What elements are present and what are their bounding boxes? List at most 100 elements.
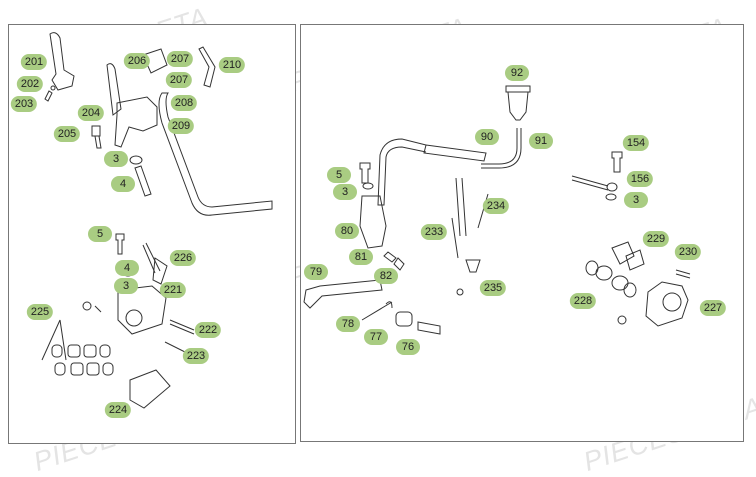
rear-brake-panel [300, 24, 744, 442]
washer [129, 155, 143, 165]
part-label[interactable]: 206 [123, 53, 151, 69]
seal [623, 282, 637, 298]
part-label[interactable]: 233 [420, 224, 448, 240]
part-label[interactable]: 5 [327, 167, 351, 183]
reservoir [505, 85, 531, 121]
clutch-lever [49, 32, 75, 91]
part-label[interactable]: 3 [114, 278, 138, 294]
bleed-nipple [617, 315, 627, 325]
part-label[interactable]: 154 [622, 135, 650, 151]
part-label[interactable]: 234 [482, 198, 510, 214]
part-label[interactable]: 3 [333, 184, 357, 200]
part-label[interactable]: 156 [626, 171, 654, 187]
pushrod [455, 177, 467, 237]
hose-spring [423, 144, 487, 162]
part-label[interactable]: 227 [699, 300, 727, 316]
part-label[interactable]: 78 [336, 316, 360, 332]
part-label[interactable]: 221 [159, 282, 187, 298]
part-label[interactable]: 201 [20, 54, 48, 70]
reservoir-hose [481, 128, 522, 169]
part-label[interactable]: 92 [505, 65, 529, 81]
part-label[interactable]: 76 [396, 339, 420, 355]
washer [605, 193, 617, 201]
bolt [115, 233, 125, 255]
part-label[interactable]: 205 [53, 126, 81, 142]
spring [361, 301, 393, 321]
pin [675, 269, 691, 279]
screw [164, 341, 186, 353]
part-label[interactable]: 82 [374, 268, 398, 284]
boot [465, 259, 481, 273]
brake-pedal [303, 279, 383, 309]
part-label[interactable]: 222 [194, 322, 222, 338]
reservoir-cover [142, 48, 168, 74]
bolt [359, 162, 371, 184]
spring [91, 125, 101, 137]
part-label[interactable]: 229 [642, 231, 670, 247]
hose [142, 242, 161, 274]
parts-drawing [41, 32, 691, 409]
part-outline [70, 362, 84, 376]
part-label[interactable]: 235 [479, 280, 507, 296]
handlebar [158, 92, 273, 216]
bolt [44, 90, 53, 102]
part-outline [99, 344, 111, 358]
part-label[interactable]: 207 [166, 51, 194, 67]
seal [595, 265, 613, 281]
pin [169, 319, 195, 335]
seal [611, 275, 629, 291]
part-label[interactable]: 3 [624, 192, 648, 208]
part-label[interactable]: 81 [349, 249, 373, 265]
bleed-nipple [82, 301, 92, 311]
part-label[interactable]: 204 [77, 105, 105, 121]
part-outline [102, 362, 114, 376]
bolt [94, 135, 102, 149]
part-label[interactable]: 208 [170, 95, 198, 111]
rear-master-cylinder [359, 195, 387, 249]
bolt [611, 151, 623, 173]
part-label[interactable]: 210 [218, 57, 246, 73]
cable [198, 46, 216, 88]
part-label[interactable]: 225 [26, 304, 54, 320]
part-label[interactable]: 228 [569, 293, 597, 309]
caliper [117, 285, 167, 335]
part-label[interactable]: 80 [335, 223, 359, 239]
part-label[interactable]: 230 [674, 244, 702, 260]
part-label[interactable]: 77 [364, 329, 388, 345]
hose [377, 138, 427, 206]
master-cylinder [114, 96, 158, 148]
part-label[interactable]: 223 [182, 348, 210, 364]
fitting [383, 251, 405, 271]
brake-pads [611, 241, 645, 271]
part-label[interactable]: 202 [16, 76, 44, 92]
part-label[interactable]: 4 [115, 260, 139, 276]
part-label[interactable]: 91 [529, 133, 553, 149]
part-label[interactable]: 207 [165, 72, 193, 88]
part-label[interactable]: 226 [169, 250, 197, 266]
part-label[interactable]: 5 [88, 226, 112, 242]
part-label[interactable]: 224 [104, 402, 132, 418]
caliper [645, 281, 689, 327]
seal [54, 362, 66, 376]
caliper-piston [662, 292, 682, 312]
seal-lines [41, 319, 67, 361]
part-label[interactable]: 79 [304, 264, 328, 280]
part-label[interactable]: 209 [167, 118, 195, 134]
part-label[interactable]: 90 [475, 129, 499, 145]
caliper-piston [125, 309, 143, 327]
brake-pads [129, 369, 171, 409]
part-label[interactable]: 203 [10, 96, 38, 112]
nut [456, 288, 464, 296]
part-outline [83, 344, 97, 358]
seal [51, 344, 63, 358]
part-outline [86, 362, 100, 376]
hose [571, 175, 609, 191]
part-label[interactable]: 4 [111, 176, 135, 192]
brake-lever [106, 63, 122, 116]
part-outline [67, 344, 81, 358]
screw [50, 85, 56, 91]
part-label[interactable]: 3 [104, 151, 128, 167]
bushing [395, 311, 413, 327]
banjo [606, 182, 618, 192]
hose-guard [134, 165, 152, 197]
